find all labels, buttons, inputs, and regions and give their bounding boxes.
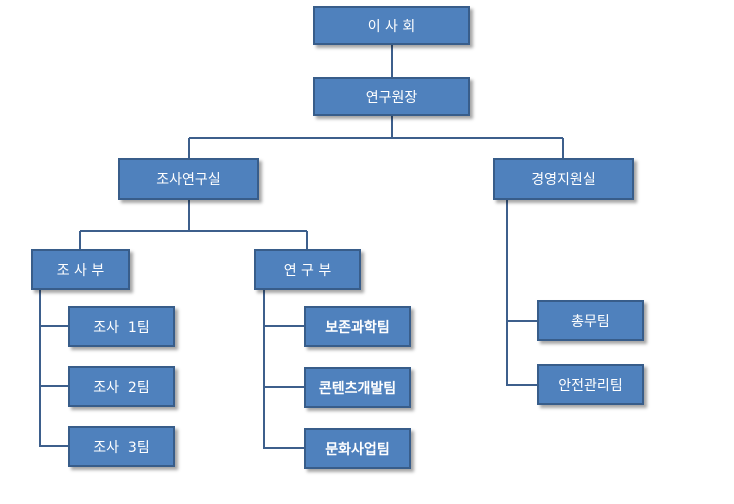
survey-dept-node: 조 사 부 <box>31 249 130 290</box>
management-team-2-node: 안전관리팀 <box>537 364 644 405</box>
board-node: 이 사 회 <box>313 6 470 45</box>
survey-team-1-node: 조사 1팀 <box>68 306 175 347</box>
research-team-3-node: 문화사업팀 <box>304 428 411 469</box>
director-node: 연구원장 <box>313 77 470 116</box>
management-office-node: 경영지원실 <box>493 158 634 200</box>
research-team-1-node: 보존과학팀 <box>304 306 411 347</box>
survey-team-3-node: 조사 3팀 <box>68 426 175 467</box>
research-team-2-node: 콘텐츠개발팀 <box>304 367 411 408</box>
research-dept-node: 연 구 부 <box>254 249 361 290</box>
survey-team-2-node: 조사 2팀 <box>68 366 175 407</box>
research-office-node: 조사연구실 <box>118 158 259 200</box>
management-team-1-node: 총무팀 <box>537 300 644 341</box>
